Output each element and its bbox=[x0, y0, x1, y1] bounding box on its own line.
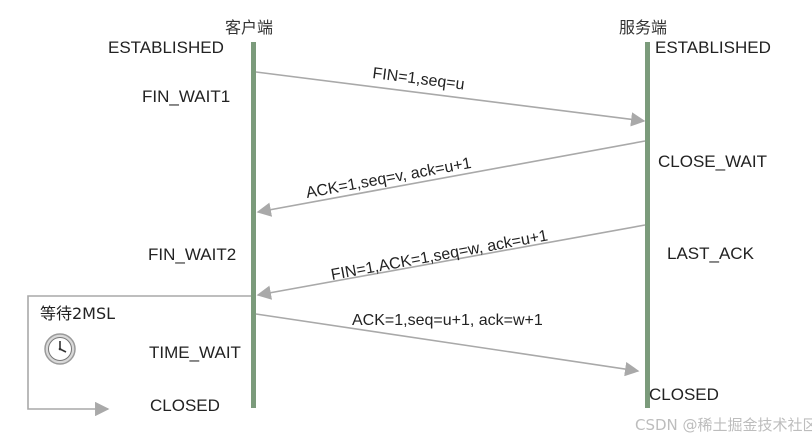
client-lifeline bbox=[251, 42, 256, 408]
client-state-fin-wait1: FIN_WAIT1 bbox=[142, 87, 230, 106]
message-label-fin: FIN=1,seq=u bbox=[371, 65, 465, 93]
server-header: 服务端 bbox=[619, 18, 667, 37]
client-state-time-wait: TIME_WAIT bbox=[149, 343, 241, 362]
client-state-fin-wait2: FIN_WAIT2 bbox=[148, 245, 236, 264]
message-arrow-fin-ack bbox=[256, 224, 646, 300]
message-arrow-final-ack bbox=[255, 313, 640, 377]
message-label-final-ack: ACK=1,seq=u+1, ack=w+1 bbox=[352, 312, 543, 329]
server-state-closed: CLOSED bbox=[649, 385, 719, 404]
message-arrow-fin bbox=[255, 71, 646, 127]
server-state-close-wait: CLOSE_WAIT bbox=[658, 152, 767, 171]
client-state-closed: CLOSED bbox=[150, 396, 220, 415]
clock-icon bbox=[44, 333, 76, 365]
server-state-last-ack: LAST_ACK bbox=[667, 244, 755, 263]
server-lifeline bbox=[645, 42, 650, 408]
wait-2msl-label: 等待2MSL bbox=[40, 304, 115, 323]
client-header: 客户端 bbox=[225, 18, 273, 37]
wait-bracket bbox=[27, 295, 251, 417]
message-arrow-ack bbox=[256, 140, 646, 217]
watermark: CSDN @稀土掘金技术社区 bbox=[635, 416, 812, 434]
message-label-ack: ACK=1,seq=v, ack=u+1 bbox=[305, 155, 473, 202]
server-state-established: ESTABLISHED bbox=[655, 38, 771, 57]
client-state-established: ESTABLISHED bbox=[108, 38, 224, 57]
message-label-fin-ack: FIN=1,ACK=1,seq=w, ack=u+1 bbox=[330, 227, 550, 283]
